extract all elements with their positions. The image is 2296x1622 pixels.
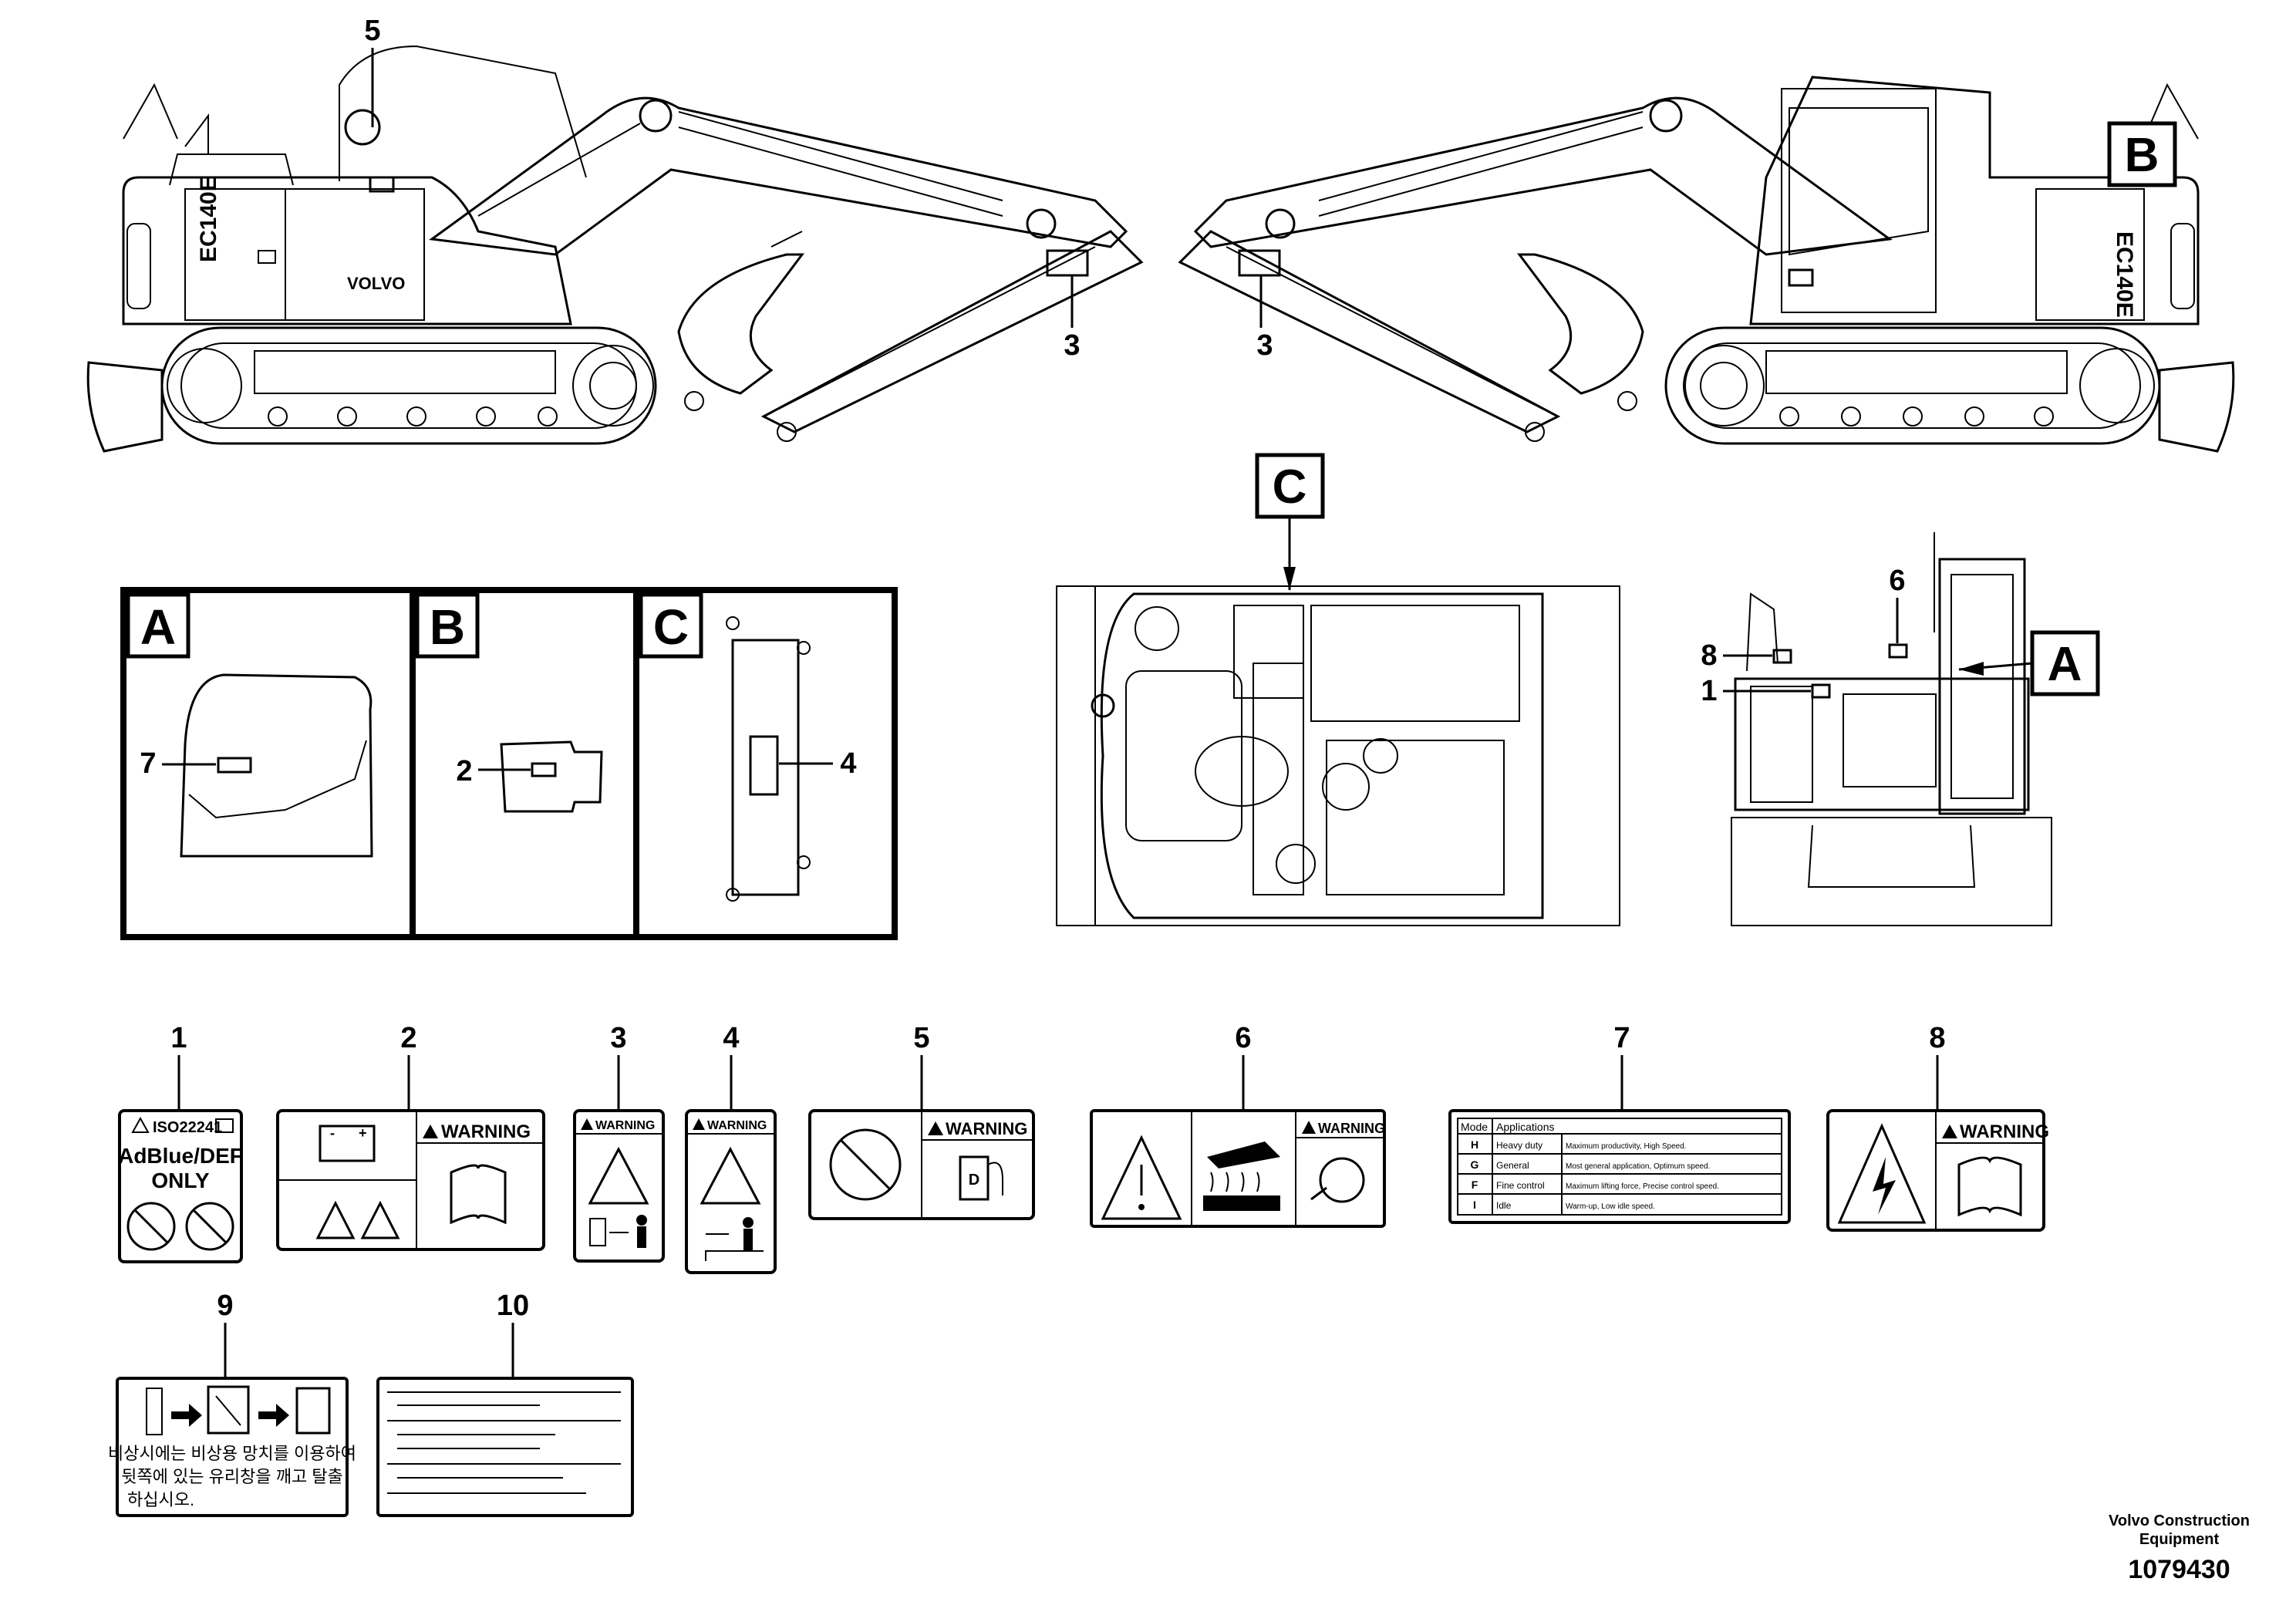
view-b-marker: [2107, 121, 2177, 187]
callout-4: 4: [840, 747, 856, 780]
top-view: [1056, 585, 1620, 926]
callout-7: 7: [140, 747, 156, 780]
decal-7-row-3-desc: Maximum lifting force, Precise control s…: [1566, 1182, 1719, 1191]
callout-6-sample: 6: [1235, 1022, 1251, 1054]
decal-7-row-2-mode: G: [1471, 1158, 1479, 1171]
decal-9-line2: 뒷쪽에 있는 유리창을 깨고 탈출: [121, 1467, 343, 1486]
callout-8-locator: 8: [1701, 639, 1717, 672]
decal-7-row-3-name: Fine control: [1496, 1180, 1545, 1191]
view-c-marker-label: C: [1273, 460, 1307, 514]
decal-7-header-mode: Mode: [1461, 1121, 1488, 1133]
callout-5-top: 5: [364, 15, 380, 47]
callout-1: 1: [170, 1022, 187, 1054]
footer-brand-line2: Equipment: [2139, 1531, 2220, 1548]
decal-7-mode-table: Mode Applications H Heavy duty Maximum p…: [1448, 1109, 1791, 1224]
callout-3-right: 3: [1256, 329, 1273, 362]
view-c-marker: [1255, 453, 1325, 519]
callout-7-sample: 7: [1613, 1022, 1630, 1054]
detail-c-label: C: [653, 599, 689, 655]
drawing-number: 1079430: [2128, 1555, 2230, 1584]
model-text-right: EC140E: [2112, 231, 2137, 318]
decal-7-row-4-mode: I: [1473, 1199, 1476, 1211]
decal-9-emergency-exit: 비상시에는 비상용 망치를 이용하여 뒷쪽에 있는 유리창을 깨고 탈출 하십시…: [108, 1377, 356, 1517]
decal-7-row-1-desc: Maximum productivity, High Speed.: [1566, 1142, 1687, 1151]
decal-2-warning: WARNING: [441, 1121, 531, 1142]
decal-location-2: [531, 762, 557, 777]
view-a-marker-label: A: [2048, 638, 2082, 691]
decal-7-row-2-name: General: [1496, 1160, 1529, 1171]
decal-location-7: [217, 757, 252, 774]
decal-7-row-2-desc: Most general application, Optimum speed.: [1566, 1162, 1710, 1171]
decal-1-line2: ONLY: [151, 1168, 210, 1192]
brand-text: VOLVO: [347, 274, 405, 293]
decal-4-warning-word: WARNING: [707, 1119, 767, 1132]
callout-6: 6: [1889, 565, 1905, 597]
footer: Volvo Construction Equipment 1079430: [2109, 1512, 2250, 1585]
detail-view-b: B 2: [410, 587, 639, 940]
decal-7-row-1-name: Heavy duty: [1496, 1140, 1542, 1151]
callout-9: 9: [217, 1290, 233, 1322]
decal-3-warning: WARNING: [595, 1119, 655, 1132]
detail-view-a: A 7: [120, 587, 416, 940]
footer-brand-line1: Volvo Construction: [2109, 1512, 2250, 1529]
model-text: EC140E: [196, 176, 221, 262]
decal-location-3-right: [1238, 249, 1281, 277]
decal-location-3-left: [1046, 249, 1089, 277]
decal-4-warning: WARNING: [685, 1109, 777, 1274]
svg-text:-: -: [330, 1125, 335, 1141]
decal-8-warning: WARNING: [1960, 1121, 2049, 1142]
decal-7-row-4-desc: Warm-up, Low idle speed.: [1566, 1202, 1655, 1211]
decal-7-header-applications: Applications: [1496, 1121, 1555, 1133]
rear-view: [1731, 532, 2052, 926]
callout-1-locator: 1: [1701, 675, 1717, 707]
decal-5-fuel-letter: D: [969, 1172, 979, 1189]
callout-8-sample: 8: [1929, 1022, 1945, 1054]
decal-7-row-1-mode: H: [1471, 1138, 1478, 1151]
decal-2-battery: WARNING - +: [276, 1109, 545, 1251]
view-a-marker: [2030, 630, 2100, 696]
detail-a-label: A: [140, 599, 176, 655]
callout-10: 10: [497, 1290, 529, 1322]
decal-10-korean-notice: [376, 1377, 634, 1517]
view-b-marker-label: B: [2125, 129, 2159, 182]
callout-3-left: 3: [1064, 329, 1080, 362]
decal-3-crush-warning: WARNING: [573, 1109, 665, 1263]
decal-7-row-4-name: Idle: [1496, 1200, 1512, 1211]
callout-3-sample: 3: [610, 1022, 626, 1054]
decal-location-1: [1811, 683, 1831, 699]
callout-2-sample: 2: [400, 1022, 416, 1054]
decal-1-line1: AdBlue/DEF: [118, 1144, 243, 1168]
decal-8-electrical-warning: WARNING: [1826, 1109, 2049, 1232]
callout-4-sample: 4: [723, 1022, 739, 1054]
callout-2: 2: [456, 755, 472, 787]
detail-b-label: B: [430, 599, 465, 655]
decal-5-fuel-warning: WARNING D: [808, 1109, 1035, 1220]
decal-1-adblue: ISO22241 AdBlue/DEF ONLY: [118, 1109, 243, 1263]
detail-view-c: C 4: [633, 587, 898, 940]
decal-location-4: [749, 735, 779, 796]
decal-9-line3: 하십시오.: [127, 1490, 194, 1509]
decal-6-hot-surface: WARNING: [1090, 1109, 1386, 1228]
decal-7-row-3-mode: F: [1472, 1179, 1478, 1191]
excavator-right-view: EC140E: [1178, 76, 2235, 453]
decal-9-line1: 비상시에는 비상용 망치를 이용하여: [108, 1444, 356, 1463]
decal-6-warning: WARNING: [1318, 1121, 1385, 1136]
callout-5-sample: 5: [913, 1022, 929, 1054]
svg-text:+: +: [359, 1125, 367, 1141]
decal-1-iso: ISO22241: [153, 1119, 222, 1136]
excavator-left-view: EC140E VOLVO: [86, 45, 1144, 453]
decal-location-6: [1888, 643, 1908, 659]
decal-location-8: [1772, 649, 1792, 664]
decal-5-warning: WARNING: [946, 1119, 1027, 1138]
